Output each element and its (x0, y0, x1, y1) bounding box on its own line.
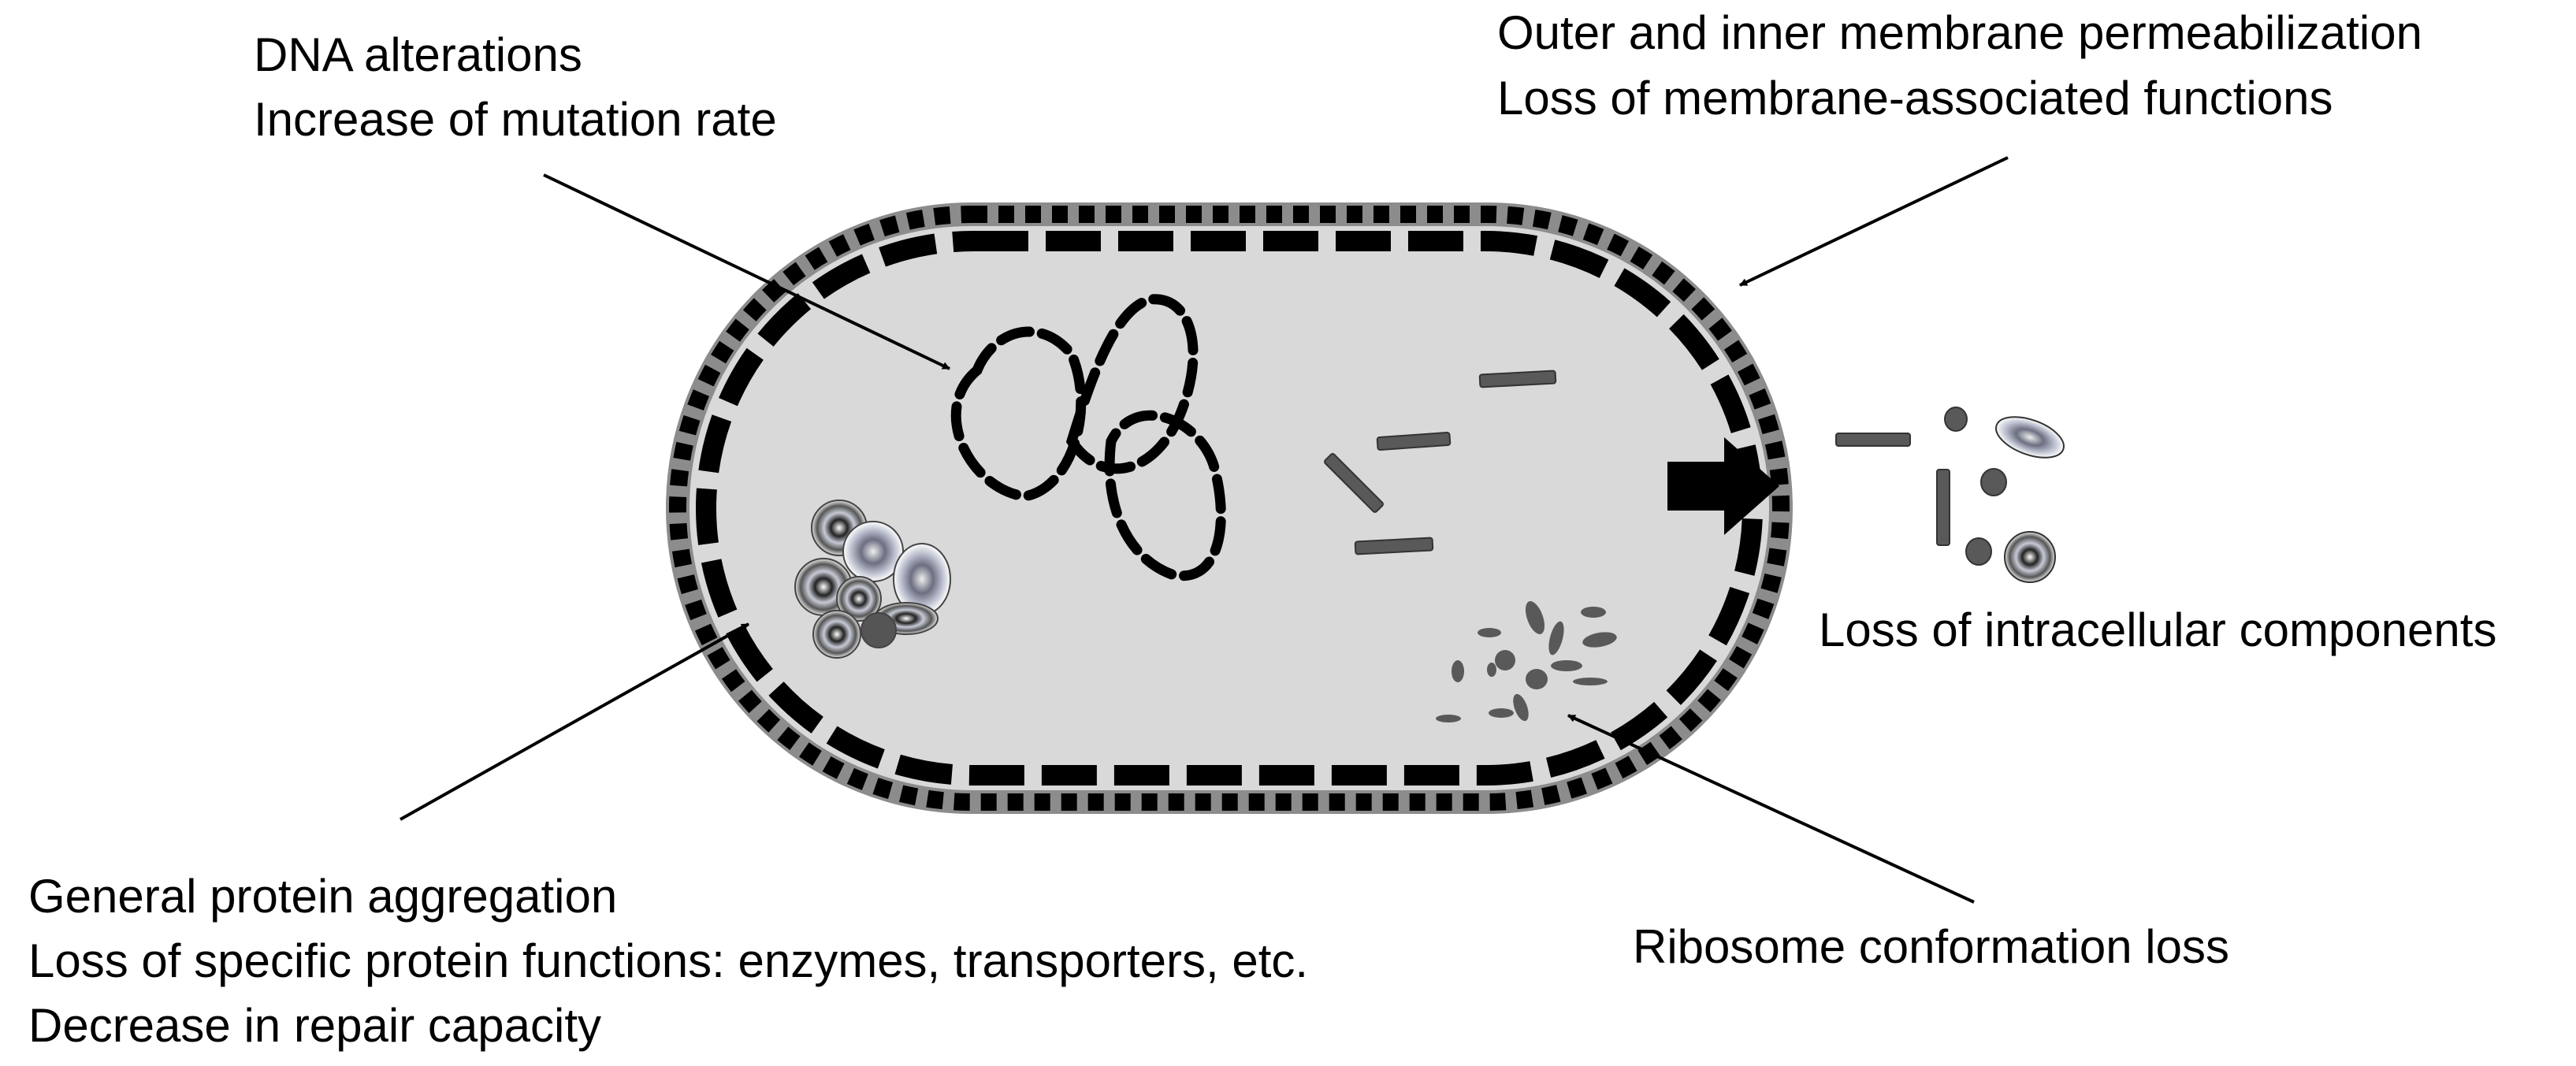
ribosome-piece (1581, 607, 1606, 618)
ribosome-piece (1573, 678, 1608, 685)
labels: DNA alterations Increase of mutation rat… (28, 6, 2496, 1052)
leaked-piece (1944, 407, 1968, 432)
ribosome-piece (1487, 663, 1496, 677)
ribosome-piece (1513, 693, 1529, 722)
ribosome-piece (1495, 650, 1515, 670)
leader-lines (400, 156, 2009, 904)
intracellular-fragments (1324, 370, 1557, 555)
fragment (1376, 432, 1452, 451)
fragment (1478, 370, 1557, 388)
leaked-fragment (1835, 433, 1911, 447)
ribosome-piece (1582, 632, 1617, 648)
dna-loop-3 (1104, 410, 1226, 581)
ribosome-piece (1525, 601, 1545, 634)
ribosome-piece (1548, 621, 1564, 656)
ribosome-fragment-icon (1436, 601, 1617, 722)
fragment (1354, 537, 1434, 555)
ribosome-piece (1551, 660, 1582, 671)
dna-loop-2 (1065, 294, 1199, 474)
leaked-piece (1980, 468, 2007, 496)
protein-leader-line (400, 622, 749, 821)
aggregate-blob (861, 612, 897, 648)
ribosome-piece (1489, 708, 1514, 718)
aggregate-blob (812, 610, 861, 659)
dna-label-line1: DNA alterations (254, 28, 582, 81)
ribosome-piece (1452, 660, 1464, 682)
protein-label-line2: Loss of specific protein functions: enzy… (28, 934, 1308, 987)
ribosome-leader-line (1567, 714, 1975, 904)
dna-label-line2: Increase of mutation rate (254, 93, 777, 146)
dna-strands (950, 294, 1226, 581)
right-arrow-icon (1667, 437, 1779, 535)
ribosome-label: Ribosome conformation loss (1633, 920, 2229, 973)
inner-membrane-dashed (696, 231, 1763, 786)
leaked-aggregate (1995, 416, 2065, 459)
leaked-aggregate (2004, 531, 2056, 583)
ribosome-piece (1478, 628, 1501, 637)
intracellular-label: Loss of intracellular components (1819, 604, 2496, 656)
protein-label-line3: Decrease in repair capacity (28, 999, 601, 1052)
leaked-piece (1965, 537, 1992, 566)
leaked-components (1835, 407, 2065, 583)
dna-loop-1 (950, 326, 1087, 502)
fragment (1324, 453, 1384, 513)
ribosome-piece (1526, 669, 1548, 689)
aggregate-blob (836, 576, 882, 622)
protein-label-line1: General protein aggregation (28, 870, 617, 923)
efflux-arrow (1667, 437, 1779, 535)
dna-leader-line (543, 173, 950, 370)
ribosome-piece (1436, 715, 1461, 722)
outer-membrane-dotted (669, 206, 1790, 811)
membrane-leader-line (1739, 156, 2009, 287)
membrane-label-line2: Loss of membrane-associated functions (1497, 72, 2333, 124)
protein-aggregate-icon (794, 500, 951, 659)
membrane-label-line1: Outer and inner membrane permeabilizatio… (1497, 6, 2422, 59)
leaked-fragment (1936, 469, 1950, 546)
